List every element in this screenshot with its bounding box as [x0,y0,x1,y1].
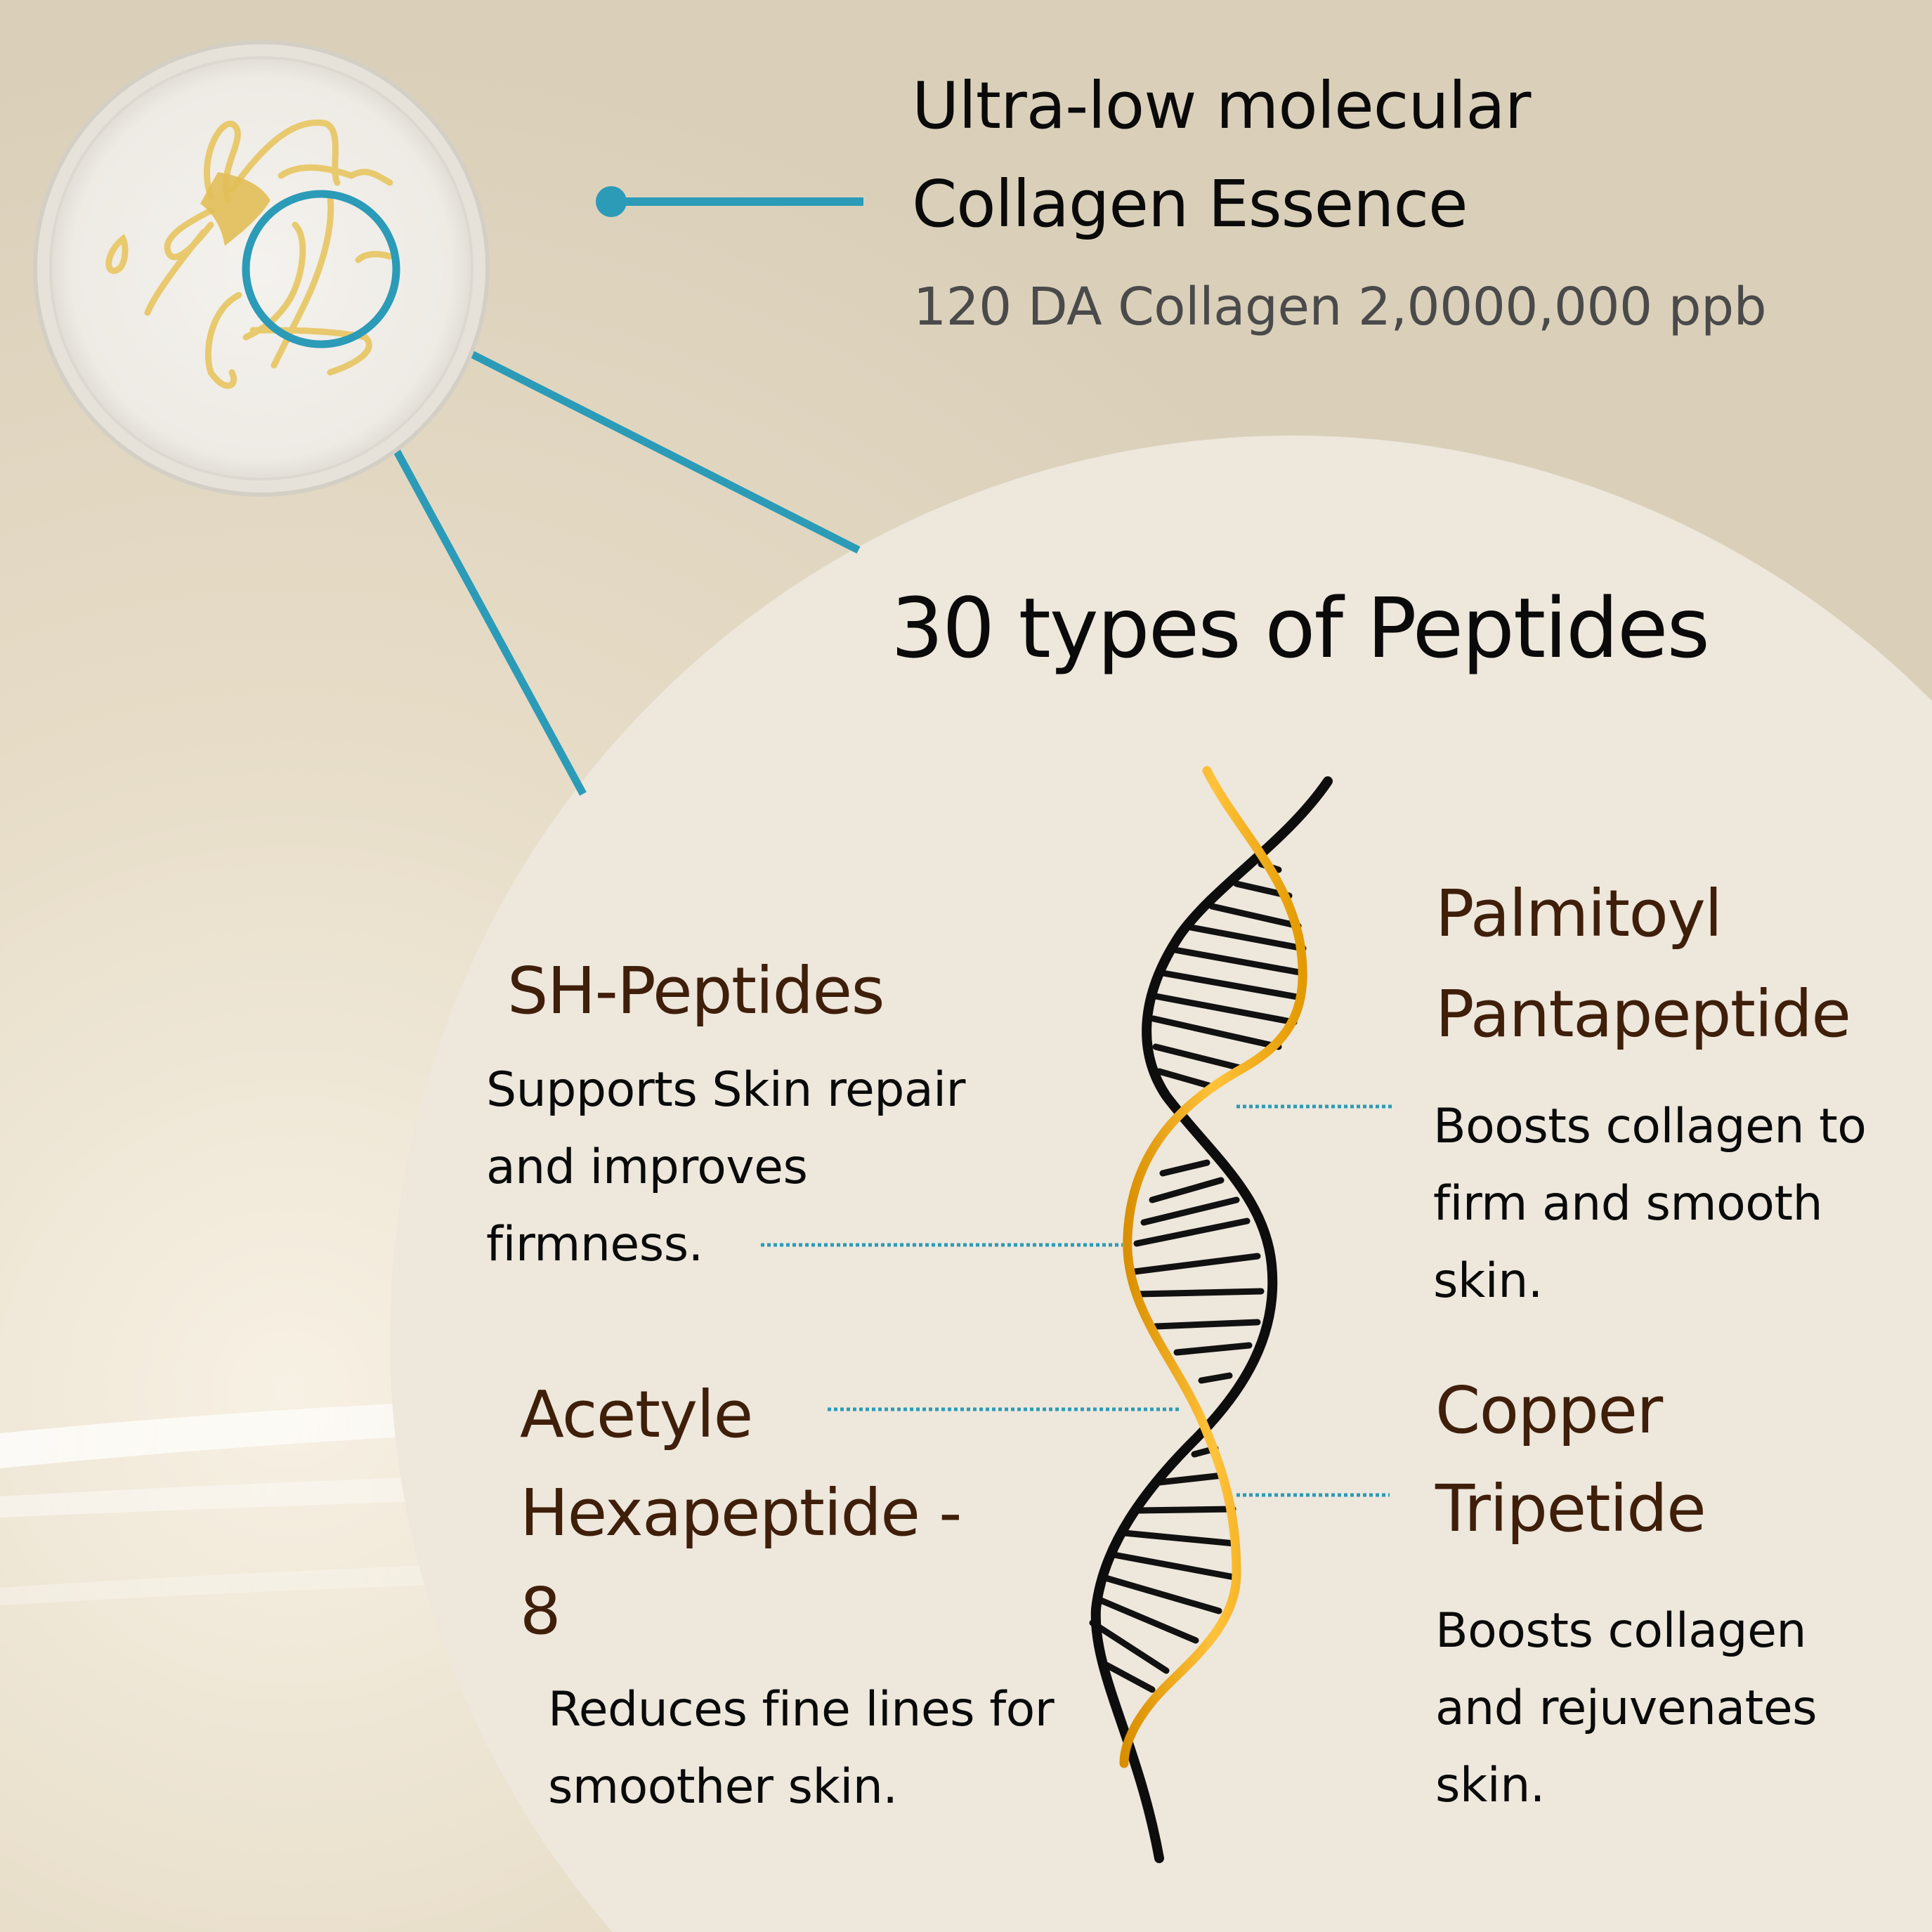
header-pointer-icon [596,186,863,217]
peptide-description: firmness. [486,1217,703,1272]
header-title-line2: Collagen Essence [912,167,1468,242]
petri-dish-icon [33,40,490,497]
peptide-name: Copper [1435,1373,1663,1448]
peptide-name: Tripetide [1435,1471,1706,1546]
peptide-name: Palmitoyl [1435,876,1723,951]
peptide-name: Pantapeptide [1435,977,1851,1052]
peptide-description: skin. [1435,1758,1545,1813]
peptide-name: 8 [520,1574,561,1649]
dna-helix-icon [1089,766,1333,1863]
section-title: 30 types of Peptides [891,580,1710,677]
peptide-description: Boosts collagen [1435,1603,1807,1659]
leader-lines [761,1104,1392,1497]
peptide-description: Boosts collagen to [1433,1099,1867,1154]
magnifier-ring-icon [242,190,400,348]
zoom-circle [390,436,1932,1932]
peptide-description: smoother skin. [548,1759,898,1815]
peptide-description: Supports Skin repair [486,1062,966,1118]
peptide-name: Acetyle [520,1377,753,1452]
peptide-description: firm and smooth [1433,1176,1823,1232]
peptide-description: and improves [486,1140,808,1195]
header-subtitle: 120 DA Collagen 2,0000,000 ppb [913,277,1767,337]
header-title-line1: Ultra-low molecular [912,68,1531,143]
peptide-name: SH-Peptides [507,953,885,1029]
peptide-description: and rejuvenates [1435,1680,1817,1736]
peptide-description: Reduces fine lines for [548,1682,1055,1737]
peptide-description: skin. [1433,1253,1543,1309]
peptide-name: Hexapeptide - [520,1475,962,1551]
